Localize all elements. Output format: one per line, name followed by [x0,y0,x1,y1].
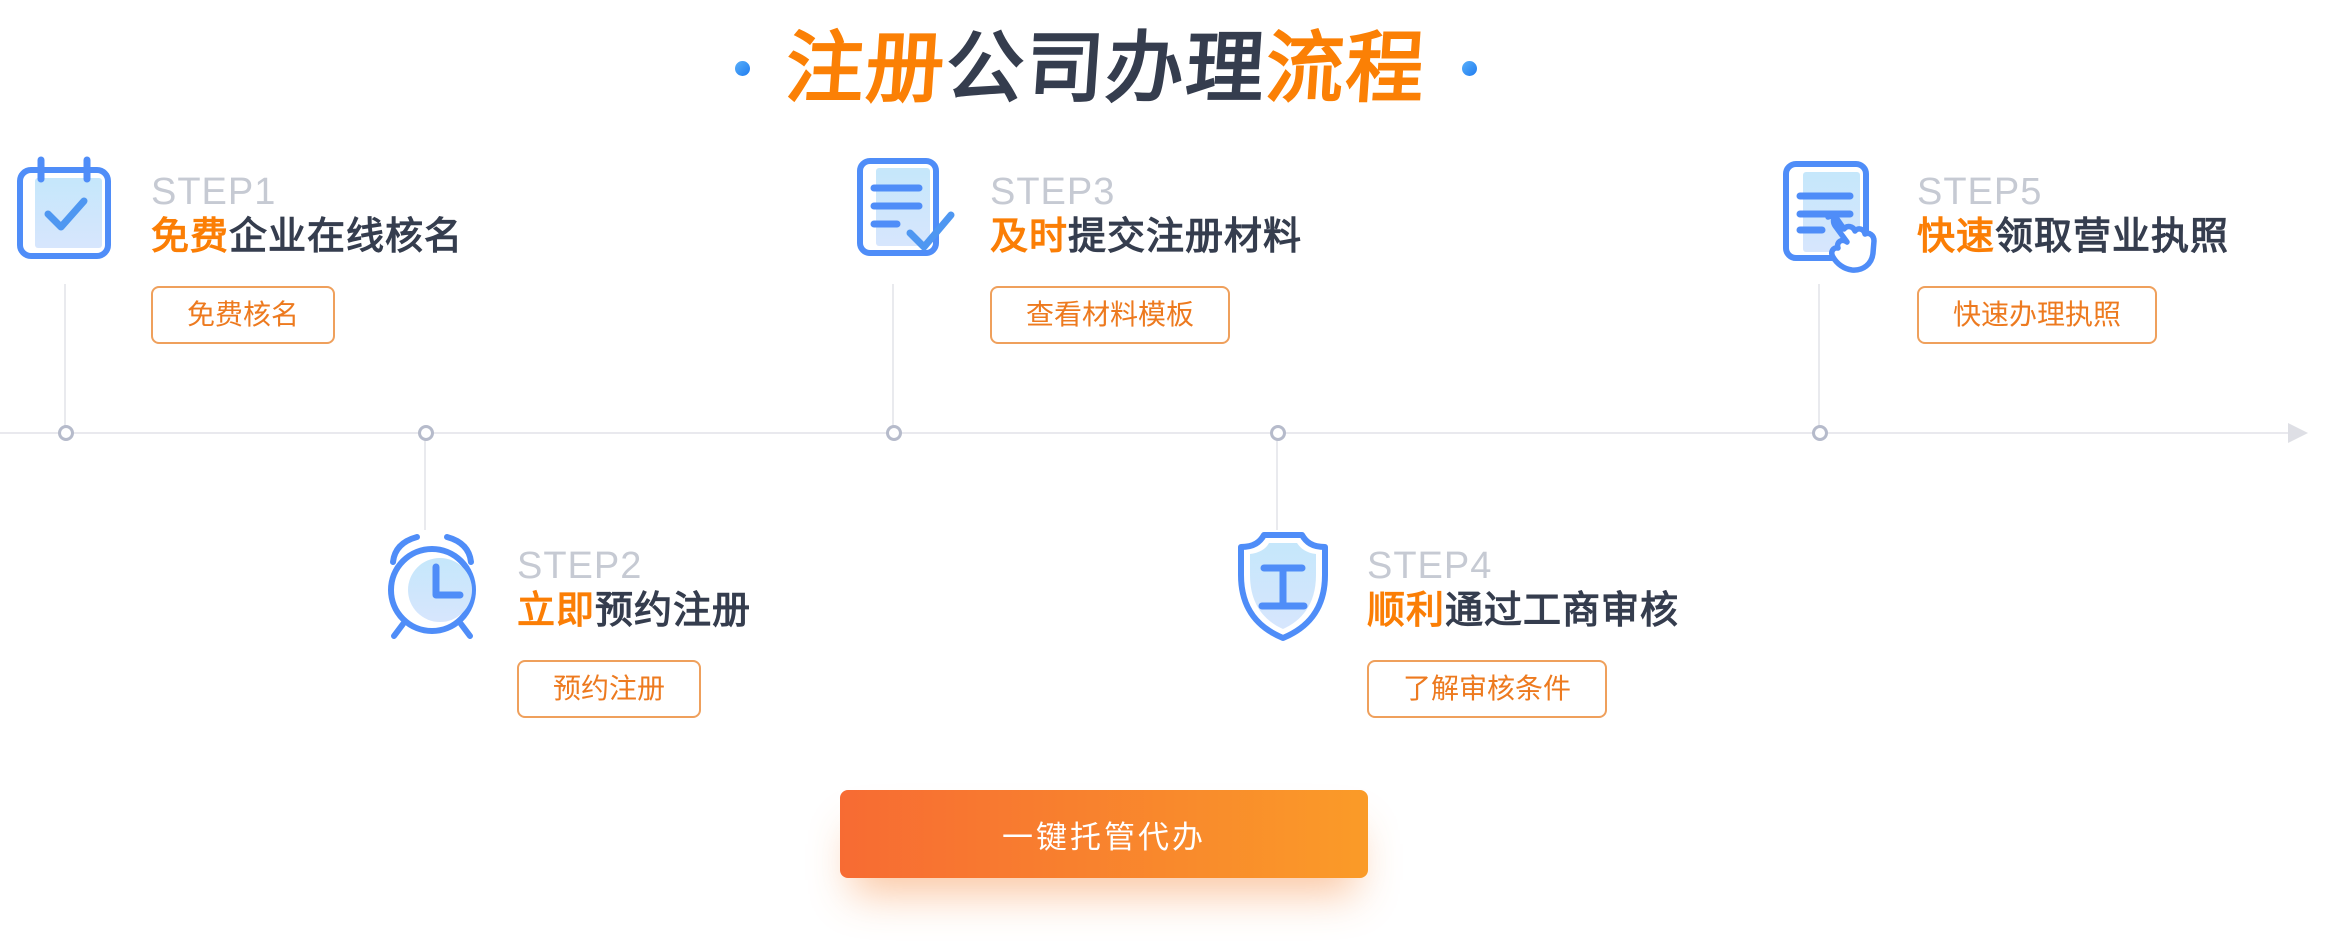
one-click-agency-button[interactable]: 一键托管代办 [840,790,1368,878]
page-title: 注册公司办理流程 [782,24,1430,112]
section-heading: 注册公司办理流程 [0,24,2212,112]
step-label: STEP4 [1367,545,1493,587]
step-title: 快速领取营业执照 [1917,216,2230,258]
title-left-dot-icon [734,60,750,76]
step-label: STEP2 [517,545,643,587]
view-material-template-button[interactable]: 查看材料模板 [990,286,1231,344]
document-check-icon [853,156,957,260]
step-4: STEP4 顺利通过工商审核 了解审核条件 [1230,530,1679,718]
book-registration-button[interactable]: 预约注册 [517,660,702,718]
timeline-node-1 [58,425,74,441]
free-name-check-button[interactable]: 免费核名 [151,286,336,344]
timeline-node-4 [1270,425,1286,441]
document-hand-icon [1780,156,1884,273]
step-label: STEP3 [990,171,1116,213]
timeline-line [0,432,2292,434]
alarm-clock-icon [380,530,484,640]
step-1-connector [64,284,66,426]
calendar-check-icon [14,156,118,262]
fast-license-button[interactable]: 快速办理执照 [1917,286,2158,344]
review-conditions-button[interactable]: 了解审核条件 [1367,660,1608,718]
step-4-connector [1276,441,1278,530]
step-2: STEP2 立即预约注册 预约注册 [380,530,751,718]
step-title: 及时提交注册材料 [990,216,1303,258]
title-right-dot-icon [1462,60,1478,76]
title-accent-right: 流程 [1262,24,1430,112]
timeline-arrow-icon [2288,423,2308,443]
timeline-node-2 [418,425,434,441]
step-5-connector [1818,284,1820,426]
step-title: 立即预约注册 [517,590,752,632]
step-1: STEP1 免费企业在线核名 免费核名 [14,156,463,344]
step-title: 免费企业在线核名 [151,216,464,258]
title-middle: 公司办理 [942,24,1270,112]
step-label: STEP1 [151,171,277,213]
shield-worker-icon [1230,530,1334,642]
step-title: 顺利通过工商审核 [1367,590,1680,632]
title-accent-left: 注册 [782,24,950,112]
timeline-node-3 [886,425,902,441]
step-2-connector [424,441,426,530]
step-5: STEP5 快速领取营业执照 快速办理执照 [1780,156,2229,344]
step-3-connector [892,284,894,426]
timeline-node-5 [1812,425,1828,441]
step-label: STEP5 [1917,171,2043,213]
step-3: STEP3 及时提交注册材料 查看材料模板 [853,156,1302,344]
